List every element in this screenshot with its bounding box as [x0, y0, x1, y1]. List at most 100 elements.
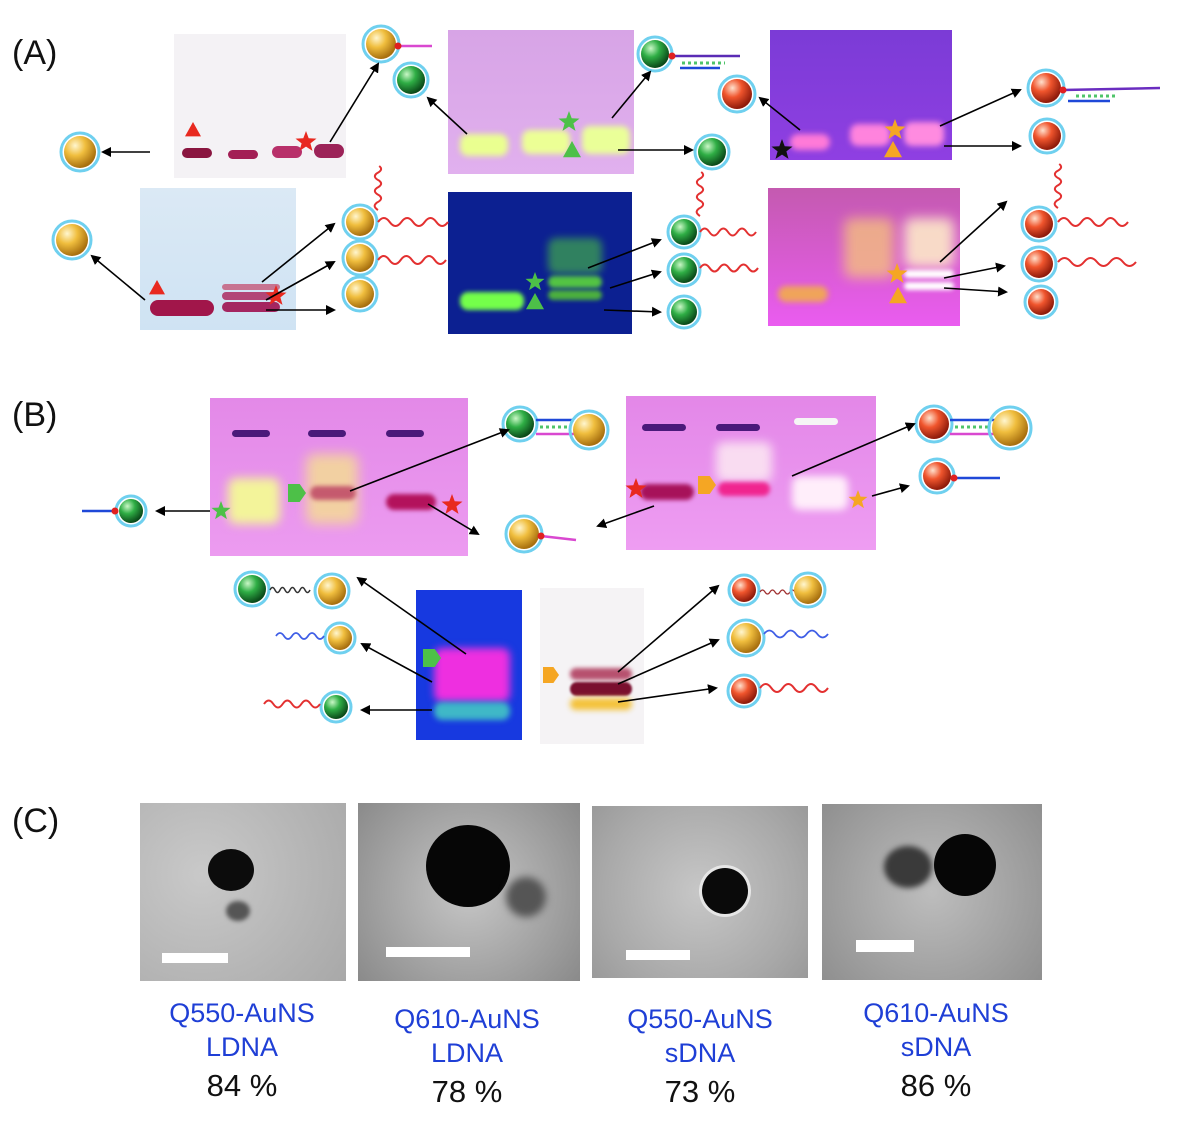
- pentagon-marker: [543, 667, 559, 683]
- gel-band: [386, 494, 436, 510]
- caption-line2: LDNA: [430, 1038, 504, 1068]
- gel-band: [222, 292, 280, 300]
- gel-band: [228, 478, 280, 524]
- gel-band: [716, 442, 772, 482]
- nanoparticle-red: [1033, 122, 1061, 150]
- star-marker: [884, 119, 906, 139]
- arrow: [611, 70, 652, 119]
- gel-a1: [174, 34, 346, 178]
- nanoparticle-green: [671, 257, 697, 283]
- gel-band: [182, 148, 212, 158]
- nanoparticle-ring: [1020, 245, 1058, 283]
- tem-image-4: [822, 804, 1042, 980]
- gel-band: [222, 302, 280, 312]
- star-marker: [771, 139, 793, 159]
- gel-band: [904, 218, 954, 268]
- nanoparticle-ring: [51, 219, 93, 261]
- thiol-dot: [668, 52, 676, 60]
- gel-b4: [540, 588, 644, 744]
- arrow: [587, 238, 662, 269]
- gel-band: [314, 144, 344, 158]
- nanoparticle-ring: [319, 690, 353, 724]
- arrow: [349, 428, 510, 492]
- nanoparticle-green: [397, 66, 425, 94]
- nanoparticle-ring: [693, 133, 731, 171]
- triangle-marker: [526, 293, 544, 310]
- nanoparticle-ring: [392, 61, 430, 99]
- gel-band: [904, 122, 944, 146]
- gel-band: [570, 668, 632, 680]
- gel-well: [232, 430, 270, 437]
- dna-strand: [763, 629, 829, 639]
- gel-band: [844, 218, 894, 278]
- star-marker: [441, 494, 463, 514]
- dna-strand: [263, 699, 321, 709]
- pentagon-marker: [423, 649, 441, 667]
- gel-band: [904, 270, 954, 278]
- nanoparticle-ring: [568, 409, 610, 451]
- gel-band: [460, 134, 508, 156]
- particle-faint: [226, 901, 250, 921]
- nanoparticle-gold: [64, 136, 96, 168]
- panel-label-c: (C): [12, 802, 60, 840]
- star-marker: [625, 478, 647, 498]
- tem-image-2: [358, 803, 580, 981]
- gel-a5: [448, 192, 632, 334]
- nanoparticle-gold: [992, 410, 1028, 446]
- arrow: [939, 200, 1008, 263]
- nanoparticle-ring: [666, 252, 702, 288]
- gel-band: [792, 476, 848, 510]
- gel-well: [386, 430, 424, 437]
- arrow: [356, 576, 467, 655]
- nanoparticle-ring: [727, 573, 761, 607]
- caption-percent: 78 %: [431, 1074, 503, 1109]
- caption-percent: 73 %: [664, 1074, 736, 1109]
- caption-percent: 84 %: [206, 1068, 278, 1103]
- gel-band: [310, 486, 356, 500]
- particle-faint: [884, 846, 932, 888]
- arrow: [603, 306, 662, 317]
- pentagon-marker: [288, 484, 306, 502]
- dna-linker: [1062, 86, 1161, 92]
- caption-line2: sDNA: [664, 1038, 736, 1068]
- nanoparticle-ring: [233, 570, 271, 608]
- gel-a2: [448, 30, 634, 174]
- triangle-marker: [149, 280, 165, 295]
- arrow: [617, 584, 720, 673]
- gel-band: [718, 482, 770, 496]
- star-marker: [848, 490, 868, 509]
- gel-band: [570, 698, 632, 710]
- arrow: [427, 503, 480, 536]
- nanoparticle-ring: [1023, 284, 1059, 320]
- gel-a6: [768, 188, 960, 326]
- arrow: [265, 261, 336, 301]
- dna-strand: [1057, 257, 1137, 267]
- dna-strand: [699, 263, 759, 273]
- nanoparticle-red: [1025, 250, 1053, 278]
- gel-b1: [210, 398, 468, 556]
- gel-band: [522, 130, 570, 154]
- gel-band: [228, 150, 258, 159]
- arrow: [329, 62, 380, 143]
- arrow: [426, 96, 468, 135]
- nanoparticle-ring: [789, 571, 827, 609]
- scale-bar: [856, 940, 914, 952]
- gel-band: [850, 124, 890, 146]
- nanoparticle-ring: [914, 404, 954, 444]
- particle-dark: [208, 849, 254, 891]
- gel-band: [222, 284, 280, 290]
- thiol-dot: [111, 507, 119, 515]
- star-marker: [211, 501, 231, 520]
- tem-image-3: [592, 806, 808, 978]
- panel-label-a: (A): [12, 34, 58, 72]
- thiol-dot: [394, 42, 402, 50]
- nanoparticle-gold: [573, 414, 605, 446]
- nanoparticle-ring: [1028, 117, 1066, 155]
- arrow: [758, 96, 801, 131]
- dna-strand: [699, 227, 757, 237]
- nanoparticle-gold: [794, 576, 822, 604]
- dna-strand: [275, 632, 325, 640]
- tem-caption-1: Q550-AuNS LDNA 84 %: [132, 996, 352, 1106]
- triangle-marker: [884, 141, 902, 158]
- thiol-dot: [950, 474, 958, 482]
